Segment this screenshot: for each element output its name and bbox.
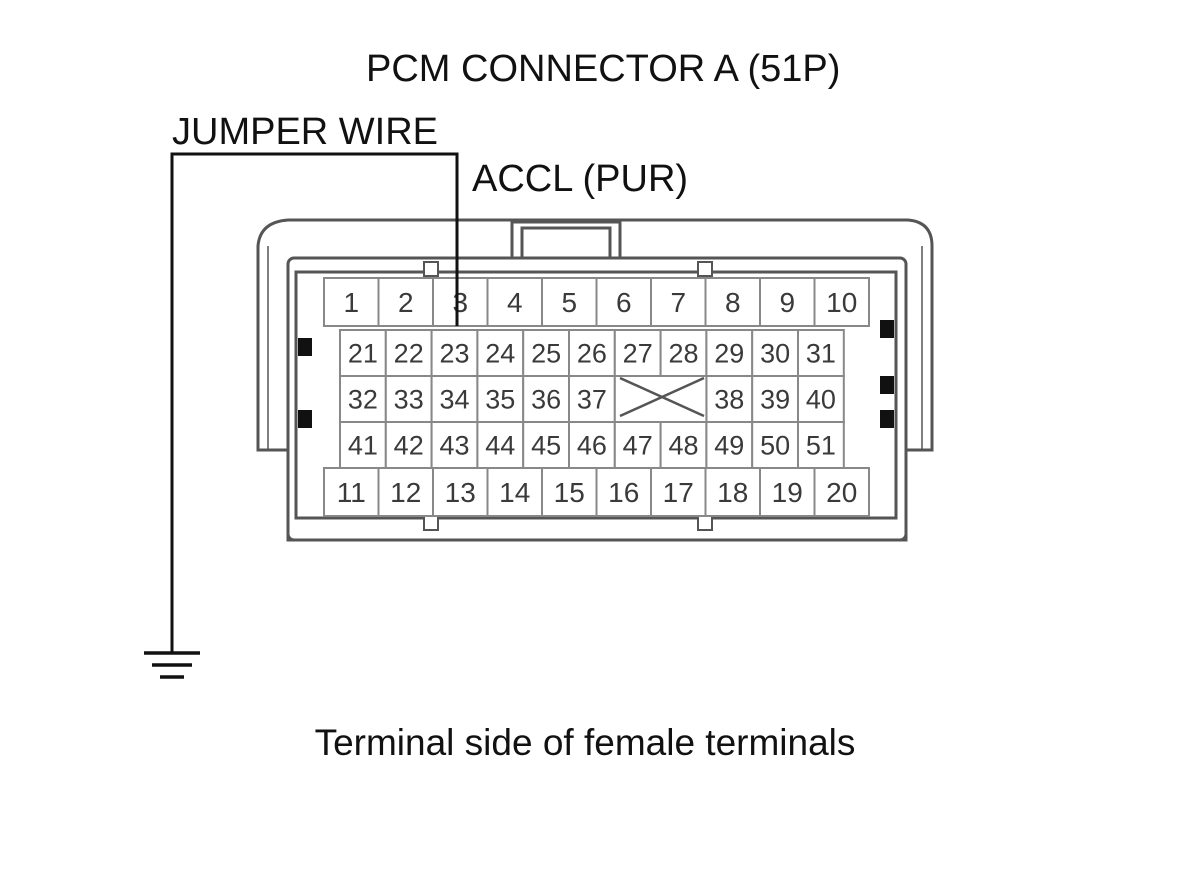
terminal-cell-12 — [377, 467, 434, 517]
terminal-cell-25 — [522, 329, 571, 377]
terminal-number-17: 17 — [663, 477, 694, 508]
terminal-cell-1 — [323, 277, 380, 327]
blank-cavity-x-icon — [619, 376, 705, 418]
terminal-cell-38 — [705, 375, 754, 423]
terminal-number-18: 18 — [717, 477, 748, 508]
terminal-cell-41 — [339, 421, 387, 469]
terminal-cell-17 — [650, 467, 707, 517]
side-lock-tabs — [298, 320, 894, 428]
terminal-number-42: 42 — [394, 431, 424, 461]
terminal-number-32: 32 — [348, 385, 378, 415]
terminal-number-40: 40 — [806, 385, 836, 415]
terminal-number-13: 13 — [445, 477, 476, 508]
terminal-cell-46 — [568, 421, 616, 469]
terminal-number-6: 6 — [616, 287, 632, 318]
terminal-cell-28 — [659, 329, 708, 377]
terminal-number-47: 47 — [623, 431, 653, 461]
terminal-number-26: 26 — [577, 339, 607, 369]
terminal-number-50: 50 — [760, 431, 790, 461]
terminal-cell-49 — [705, 421, 754, 469]
terminal-cell-20 — [813, 467, 870, 517]
terminal-number-21: 21 — [348, 339, 378, 369]
terminal-number-39: 39 — [760, 385, 790, 415]
terminal-number-34: 34 — [439, 385, 469, 415]
keying-nubs — [423, 261, 713, 531]
terminal-number-31: 31 — [806, 339, 836, 369]
terminal-number-33: 33 — [394, 385, 424, 415]
terminal-number-20: 20 — [826, 477, 857, 508]
terminal-number-1: 1 — [343, 287, 359, 318]
terminal-cell-31 — [797, 329, 845, 377]
terminal-number-10: 10 — [826, 287, 857, 318]
terminal-number-16: 16 — [608, 477, 639, 508]
terminal-cell-9 — [759, 277, 816, 327]
terminal-number-29: 29 — [714, 339, 744, 369]
terminal-number-9: 9 — [779, 287, 795, 318]
terminal-number-5: 5 — [561, 287, 577, 318]
terminal-cell-39 — [751, 375, 800, 423]
terminal-number-49: 49 — [714, 431, 744, 461]
jumper-wire-line — [170, 152, 459, 652]
terminal-cell-19 — [759, 467, 816, 517]
terminal-number-14: 14 — [499, 477, 530, 508]
terminal-number-37: 37 — [577, 385, 607, 415]
terminal-number-19: 19 — [772, 477, 803, 508]
terminal-number-46: 46 — [577, 431, 607, 461]
terminal-number-11: 11 — [337, 477, 366, 508]
terminal-cell-34 — [430, 375, 479, 423]
terminal-number-23: 23 — [439, 339, 469, 369]
terminal-cell-33 — [384, 375, 433, 423]
terminal-number-8: 8 — [725, 287, 741, 318]
terminal-cell-27 — [613, 329, 662, 377]
terminal-number-45: 45 — [531, 431, 561, 461]
terminal-number-30: 30 — [760, 339, 790, 369]
terminal-number-15: 15 — [554, 477, 585, 508]
jumper-wire-label: JUMPER WIRE — [172, 111, 438, 153]
terminal-number-3: 3 — [452, 287, 468, 318]
terminal-cell-51 — [797, 421, 845, 469]
terminal-number-35: 35 — [485, 385, 515, 415]
terminal-number-43: 43 — [439, 431, 469, 461]
terminal-number-27: 27 — [623, 339, 653, 369]
ground-symbol-icon — [144, 651, 200, 679]
connector-housing — [256, 218, 934, 542]
terminal-number-48: 48 — [668, 431, 698, 461]
terminal-number-41: 41 — [348, 431, 378, 461]
terminal-number-36: 36 — [531, 385, 561, 415]
terminal-cell-16 — [595, 467, 652, 517]
terminal-cell-36 — [522, 375, 571, 423]
terminal-cell-29 — [705, 329, 754, 377]
terminal-number-4: 4 — [507, 287, 523, 318]
terminal-number-24: 24 — [485, 339, 515, 369]
terminal-number-2: 2 — [398, 287, 414, 318]
terminal-number-22: 22 — [394, 339, 424, 369]
terminal-number-51: 51 — [806, 431, 836, 461]
accl-wire-label: ACCL (PUR) — [472, 158, 688, 200]
terminal-cell-6 — [595, 277, 652, 327]
connector-title: PCM CONNECTOR A (51P) — [366, 48, 840, 90]
terminal-cell-10 — [813, 277, 870, 327]
terminal-cell-4 — [486, 277, 543, 327]
terminal-number-38: 38 — [714, 385, 744, 415]
terminal-number-25: 25 — [531, 339, 561, 369]
terminal-cell-11 — [323, 467, 380, 517]
terminal-number-12: 12 — [390, 477, 421, 508]
terminal-cell-15 — [541, 467, 598, 517]
terminal-cell-18 — [704, 467, 761, 517]
terminal-number-44: 44 — [485, 431, 515, 461]
terminal-side-caption: Terminal side of female terminals — [315, 722, 856, 763]
terminal-number-7: 7 — [670, 287, 686, 318]
terminal-number-28: 28 — [668, 339, 698, 369]
terminal-cell-44 — [476, 421, 525, 469]
terminal-cell-40 — [797, 375, 845, 423]
terminal-cell-8 — [704, 277, 761, 327]
